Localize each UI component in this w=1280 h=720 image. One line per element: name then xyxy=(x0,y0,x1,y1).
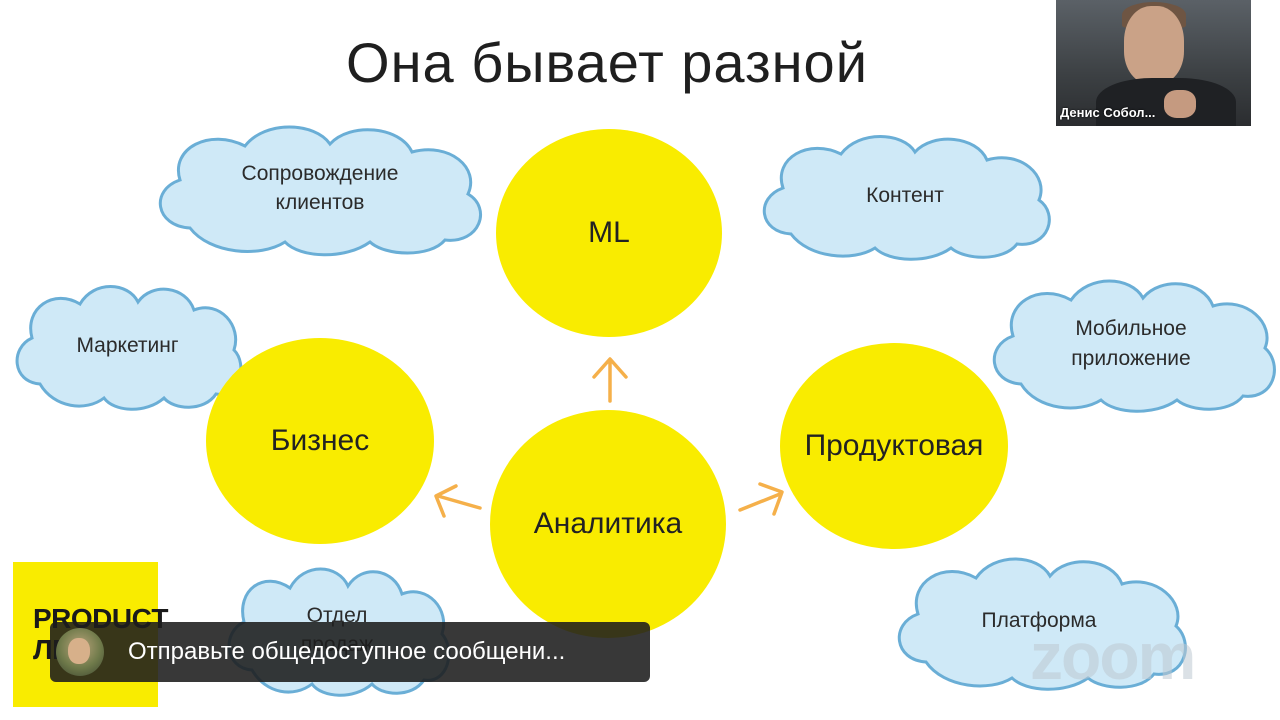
participant-name: Денис Собол... xyxy=(1060,105,1156,120)
cloud-marketing: Маркетинг xyxy=(10,278,245,413)
participant-video-thumbnail[interactable]: Денис Собол... xyxy=(1056,0,1251,126)
arrow-right-icon xyxy=(738,482,784,516)
slide-title: Она бывает разной xyxy=(346,31,868,94)
cloud-shape xyxy=(15,285,243,411)
participant-face xyxy=(1124,6,1184,84)
circle-analytics: Аналитика xyxy=(490,410,726,638)
cloud-platform: Платформа xyxy=(890,548,1188,693)
circle-ml: ML xyxy=(496,129,722,337)
chat-placeholder-text: Отправьте общедоступное сообщени... xyxy=(128,638,566,665)
participant-hand xyxy=(1164,90,1196,118)
arrow-left-icon xyxy=(434,484,482,518)
cloud-label: Платформа xyxy=(981,608,1097,632)
cloud-label: Сопровождение клиентов xyxy=(241,161,399,214)
avatar-face xyxy=(68,638,90,664)
cloud-label: Контент xyxy=(866,183,944,207)
cloud-mobile-app: Мобильное приложение xyxy=(985,272,1277,415)
chat-avatar xyxy=(56,628,104,676)
circle-business-label: Бизнес xyxy=(270,424,370,457)
circle-product-label: Продуктовая xyxy=(804,429,984,462)
cloud-shape xyxy=(158,125,483,257)
cloud-content: Контент xyxy=(755,128,1055,263)
circle-business: Бизнес xyxy=(206,338,434,544)
arrow-up-icon xyxy=(592,357,628,403)
cloud-label: Маркетинг xyxy=(76,333,179,357)
chat-message-bar[interactable]: Отправьте общедоступное сообщени... xyxy=(50,622,650,682)
circle-ml-label: ML xyxy=(588,216,630,249)
cloud-shape xyxy=(993,279,1276,413)
circle-analytics-label: Аналитика xyxy=(533,507,683,540)
zoom-watermark: zoom xyxy=(1030,619,1196,693)
cloud-label: Мобильное приложение xyxy=(1071,317,1191,370)
cloud-client-support: Сопровождение клиентов xyxy=(150,118,490,258)
circle-product: Продуктовая xyxy=(780,343,1008,549)
cloud-shape xyxy=(763,135,1051,261)
cloud-shape xyxy=(898,557,1187,691)
